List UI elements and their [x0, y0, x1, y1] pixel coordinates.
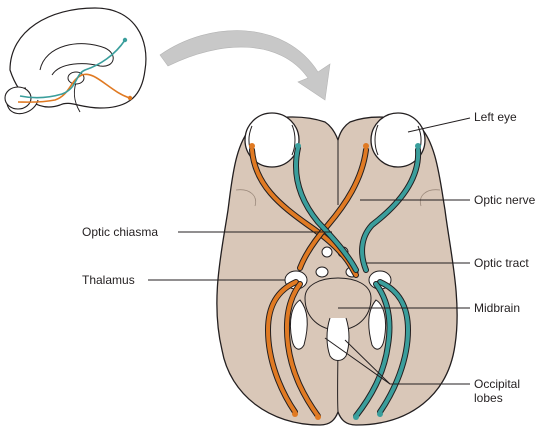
corpus-callosum-outline — [39, 43, 114, 76]
sagittal-eye — [4, 86, 32, 110]
label-left-eye: Left eye — [474, 110, 517, 124]
left-eyeball — [370, 112, 426, 168]
label-occipital-line1: Occipital — [474, 377, 521, 391]
teal-pathways — [293, 143, 422, 420]
label-thalamus: Thalamus — [82, 273, 135, 287]
label-occipital-lobes: Occipital lobes — [474, 377, 520, 405]
tract-cross-section-left — [315, 266, 329, 278]
inset-orange-end — [127, 95, 133, 101]
label-optic-tract: Optic tract — [474, 256, 529, 270]
label-optic-chiasma: Optic chiasma — [82, 225, 159, 239]
right-ventricle-void — [368, 299, 387, 350]
sagittal-brain-inset — [4, 7, 147, 115]
leader-occipital-lobes-2 — [344, 339, 391, 385]
gyrus-line-right-1 — [419, 189, 441, 207]
gyrus-line-left-1 — [235, 189, 257, 207]
midbrain-outline — [304, 277, 372, 331]
brain-outline — [216, 116, 458, 426]
left-ventricle-void — [289, 299, 308, 350]
label-optic-nerve: Optic nerve — [474, 193, 536, 207]
label-midbrain: Midbrain — [474, 301, 521, 315]
sagittal-brain-outline — [9, 7, 147, 109]
leader-lines — [148, 117, 471, 385]
mammillary-body-left — [321, 246, 333, 258]
central-notch — [326, 317, 350, 361]
curved-arrow — [159, 30, 331, 101]
leader-left-eye — [407, 117, 471, 133]
inset-teal-path — [19, 39, 126, 99]
inset-orange-path — [17, 73, 131, 103]
inset-teal-end — [122, 37, 128, 43]
label-occipital-line2: lobes — [474, 391, 503, 405]
right-eyeball — [244, 112, 300, 168]
